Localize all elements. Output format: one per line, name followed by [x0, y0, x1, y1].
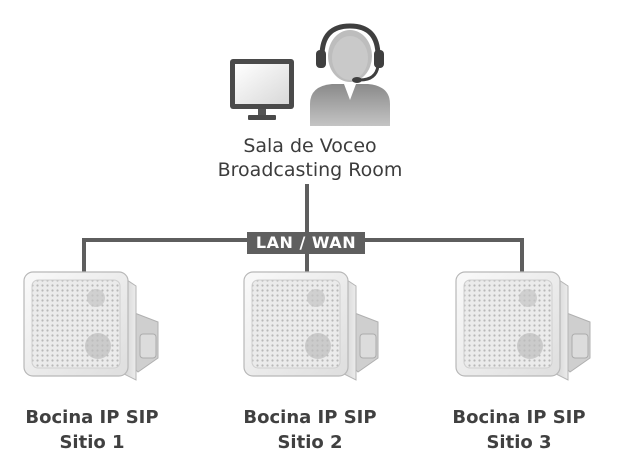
room-label-spanish: Sala de Voceo — [243, 135, 377, 157]
ip-speaker-icon-site-1 — [23, 271, 159, 381]
speaker-model: Bocina IP SIP — [243, 407, 377, 428]
room-label-english: Broadcasting Room — [217, 159, 403, 181]
lan-wan-badge: LAN / WAN — [247, 232, 365, 254]
broadcasting-room-label: Sala de Voceo Broadcasting Room — [160, 134, 460, 182]
speaker-label-site-1: Bocina IP SIP Sitio 1 — [0, 405, 192, 455]
speaker-site: Sitio 1 — [59, 432, 125, 453]
drop-wire-site-1 — [82, 238, 86, 272]
uplink-wire — [305, 184, 309, 240]
monitor-icon — [230, 59, 294, 120]
speaker-site: Sitio 3 — [486, 432, 552, 453]
speaker-label-site-3: Bocina IP SIP Sitio 3 — [419, 405, 619, 455]
operator-headset-icon — [310, 23, 390, 126]
speaker-label-site-2: Bocina IP SIP Sitio 2 — [210, 405, 410, 455]
speaker-model: Bocina IP SIP — [452, 407, 586, 428]
ip-speaker-icon-site-3 — [455, 271, 591, 381]
drop-wire-site-3 — [520, 238, 524, 272]
speaker-site: Sitio 2 — [277, 432, 343, 453]
speaker-model: Bocina IP SIP — [25, 407, 159, 428]
ip-speaker-icon-site-2 — [243, 271, 379, 381]
drop-wire-site-2 — [305, 252, 309, 272]
